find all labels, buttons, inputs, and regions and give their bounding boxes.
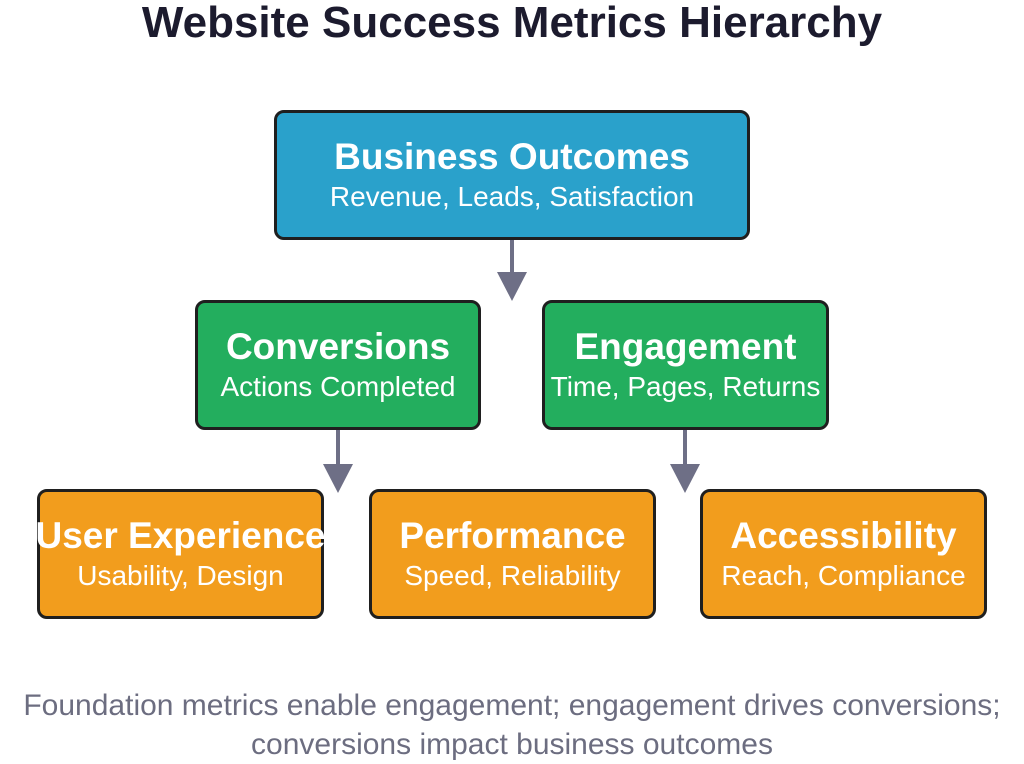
arrow-ux-to-conversions (323, 430, 353, 493)
node-name: Accessibility (730, 514, 957, 556)
node-name: Performance (399, 514, 626, 556)
node-name: Conversions (225, 325, 451, 367)
node-name: User Experience (35, 514, 326, 556)
node-business-outcomes: Business Outcomes Revenue, Leads, Satisf… (274, 110, 750, 240)
node-engagement: Engagement Time, Pages, Returns (542, 300, 829, 430)
diagram-title: Website Success Metrics Hierarchy (141, 0, 883, 47)
node-subtitle: Revenue, Leads, Satisfaction (329, 180, 695, 212)
arrow-engagement-to-business (497, 240, 527, 301)
caption-line-2: conversions impact business outcomes (251, 728, 773, 761)
node-subtitle: Speed, Reliability (404, 559, 621, 591)
node-user-experience: User Experience Usability, Design (35, 489, 326, 619)
node-accessibility: Accessibility Reach, Compliance (700, 489, 987, 619)
node-performance: Performance Speed, Reliability (369, 489, 656, 619)
caption-line-1: Foundation metrics enable engagement; en… (23, 689, 1001, 722)
node-subtitle: Reach, Compliance (721, 559, 966, 591)
node-subtitle: Time, Pages, Returns (550, 370, 821, 402)
node-subtitle: Usability, Design (77, 559, 284, 591)
diagram-caption: Foundation metrics enable engagement; en… (0, 686, 1024, 764)
arrow-accessibility-to-engagement (670, 430, 700, 493)
node-subtitle: Actions Completed (220, 370, 456, 402)
node-name: Engagement (574, 325, 797, 367)
node-conversions: Conversions Actions Completed (195, 300, 481, 430)
node-name: Business Outcomes (334, 135, 690, 177)
